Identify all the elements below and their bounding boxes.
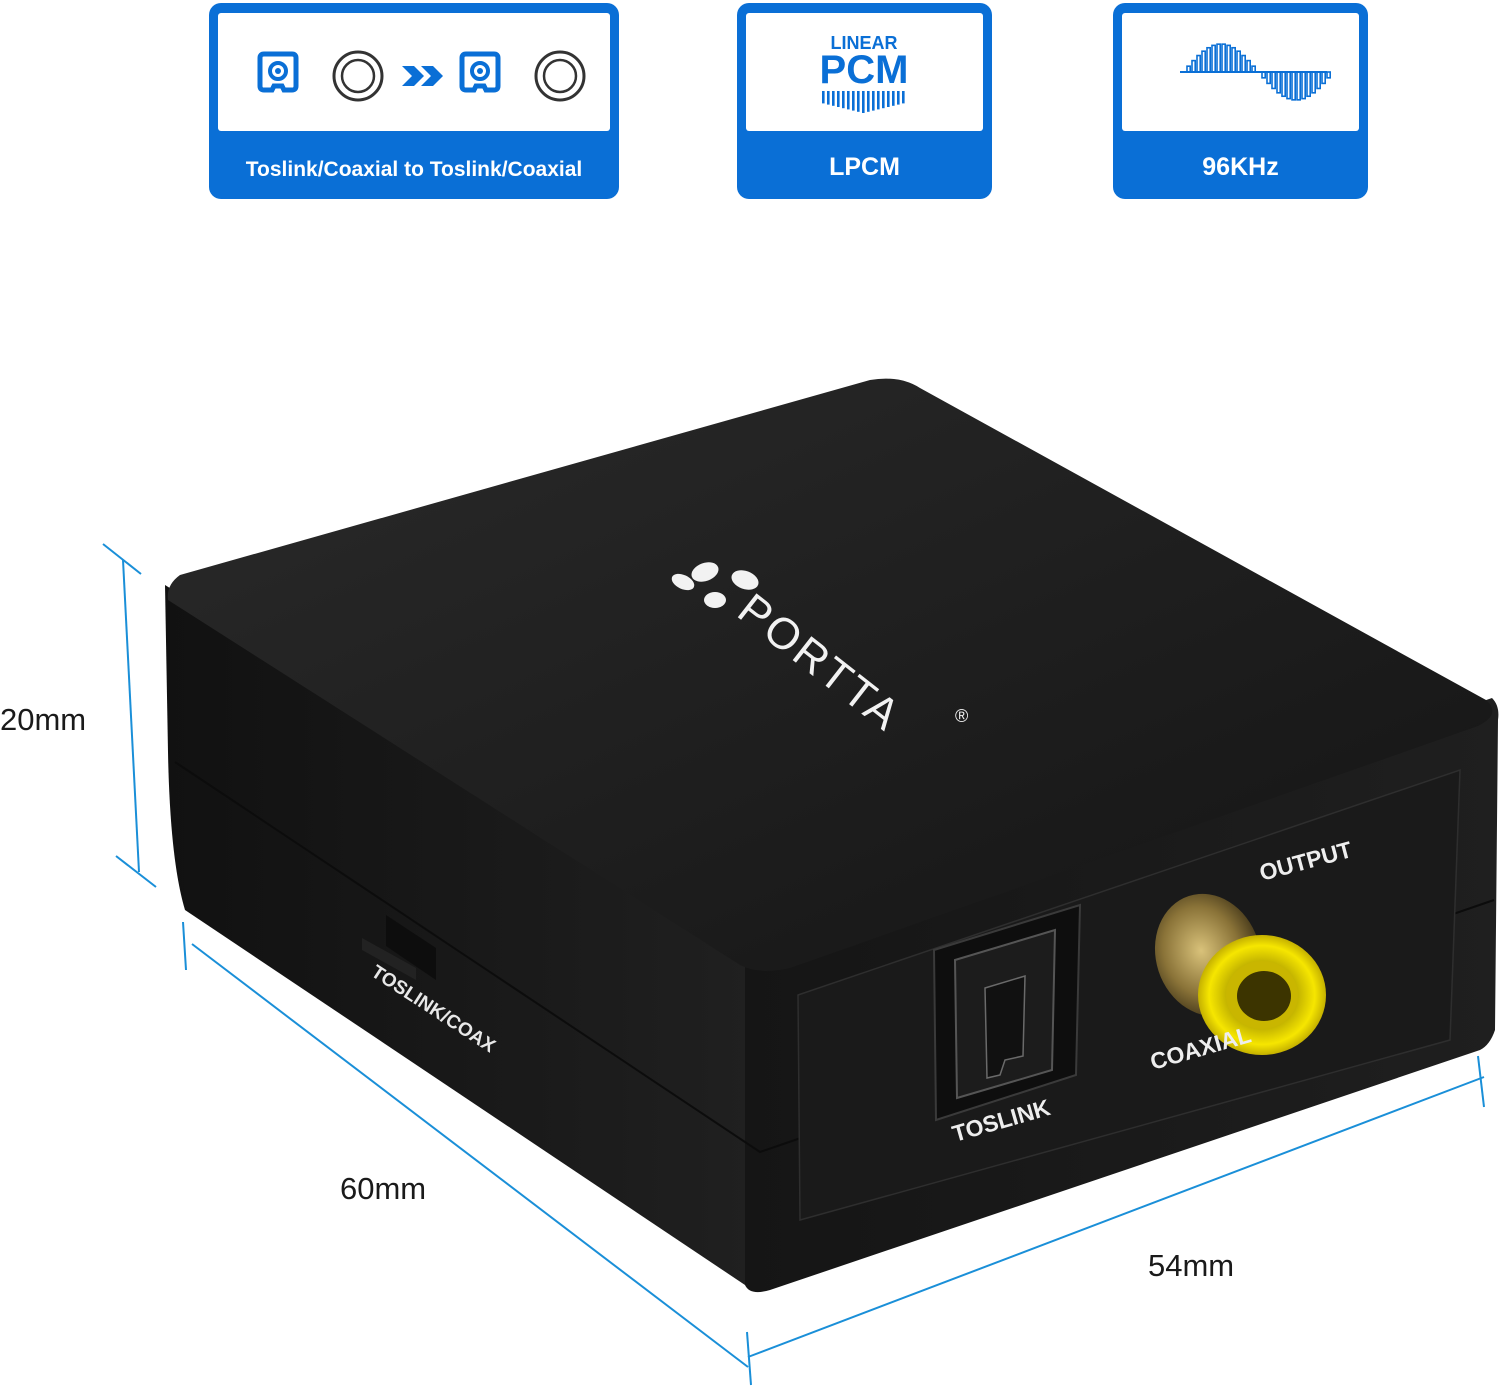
pcm-bar: [882, 91, 885, 109]
pcm-bar: [842, 91, 845, 109]
device-top-surface: [167, 378, 1493, 971]
pcm-bar: [847, 91, 850, 110]
pcm-bar: [822, 91, 825, 104]
coaxial-port: [1154, 893, 1326, 1055]
slide-switch: [362, 915, 436, 980]
toslink-port: [932, 903, 1082, 1122]
pcm-bar: [857, 91, 860, 112]
leaf-logo-icon: [671, 562, 759, 608]
dimension-width-label: 54mm: [1148, 1248, 1235, 1283]
linear-pcm-icon: LINEAR PCM: [820, 33, 909, 113]
linear-text: LINEAR: [831, 33, 898, 53]
device-left-side: [165, 585, 760, 1287]
pcm-bar: [832, 91, 835, 106]
dimension-lines: [102, 543, 1485, 1386]
pcm-bar: [827, 91, 830, 105]
badge-label: 96KHz: [1202, 153, 1279, 181]
pcm-bar: [837, 91, 840, 107]
pcm-text: PCM: [820, 48, 909, 92]
pcm-bar: [867, 91, 870, 112]
pcm-bar: [862, 91, 865, 113]
waveform-icon: [1180, 43, 1332, 101]
pcm-bar: [902, 91, 905, 104]
pcm-bar: [897, 91, 900, 105]
pcm-bar: [887, 91, 890, 107]
toslink-coaxial-conversion-icon: [257, 50, 586, 102]
badge-icon-panel: [1122, 13, 1359, 131]
badge-icon-panel: [218, 13, 610, 131]
pcm-bar: [877, 91, 880, 110]
feature-badge-lpcm: LINEAR PCM LPCM: [737, 3, 992, 199]
badge-label: Toslink/Coaxial to Toslink/Coaxial: [245, 158, 583, 181]
badge-label: LPCM: [829, 153, 900, 181]
dimension-height-label: 20mm: [0, 702, 87, 737]
wave-bar: [1326, 71, 1332, 79]
pcm-bar: [852, 91, 855, 111]
pcm-bar: [892, 91, 895, 106]
registered-mark: ®: [955, 706, 968, 726]
feature-badge-96khz: 96KHz: [1113, 3, 1368, 199]
pcm-bar: [872, 91, 875, 111]
badge-icon-panel: LINEAR PCM: [746, 13, 983, 131]
feature-badge-toslink: Toslink/Coaxial to Toslink/Coaxial: [209, 3, 619, 199]
dimension-depth-label: 60mm: [340, 1171, 427, 1206]
